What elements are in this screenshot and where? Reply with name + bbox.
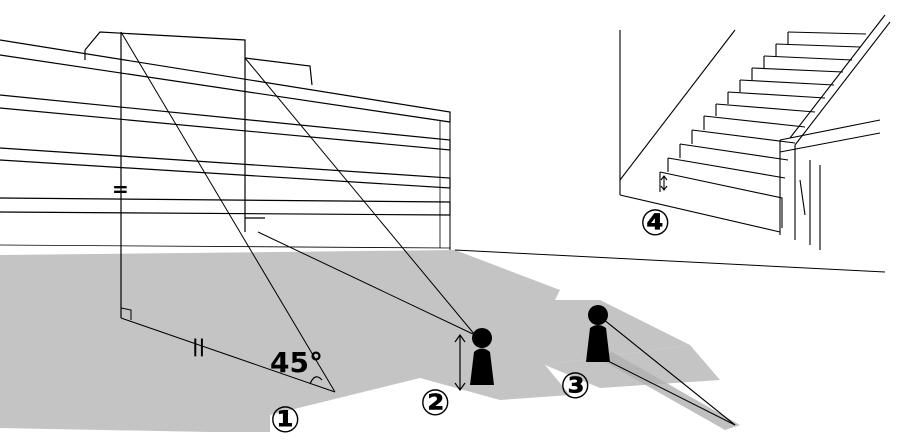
method-label-2: ②	[420, 383, 450, 424]
method-label-4: ④	[640, 203, 670, 244]
person-2-figure	[470, 328, 494, 385]
sight-lines	[120, 31, 736, 426]
equal-mark-vertical-side: =	[112, 177, 129, 201]
angle-arc	[309, 376, 323, 385]
stair-steps	[659, 31, 867, 228]
method-label-1: ①	[270, 400, 300, 441]
building	[0, 31, 451, 318]
method-label-3: ③	[560, 366, 590, 407]
staircase-inset	[619, 14, 891, 250]
person-3-figure	[586, 305, 610, 362]
equal-mark-base-side: ||	[192, 336, 205, 357]
ground-shadow	[0, 250, 740, 432]
height-arrow	[454, 333, 466, 392]
angle-label: 45°	[270, 346, 323, 379]
horizon-line	[454, 249, 886, 273]
